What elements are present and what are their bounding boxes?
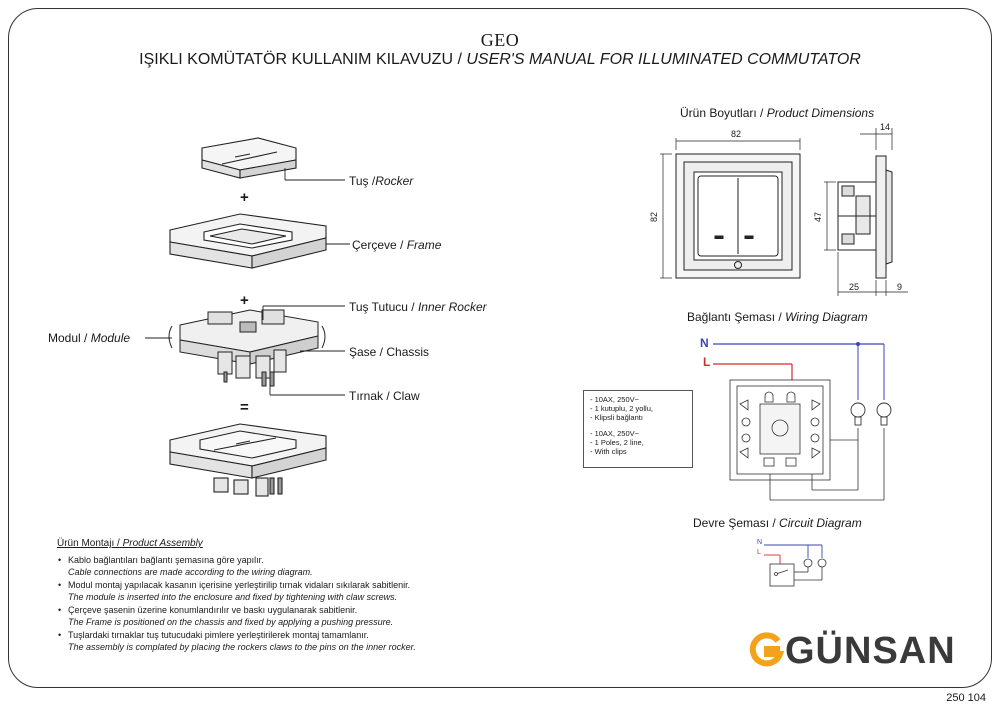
label-rocker: Tuş /Rocker: [349, 174, 414, 188]
assembly-step: Çerçeve şasenin üzerine konumlandırılır …: [57, 604, 497, 628]
spec-en-2: - With clips: [590, 447, 627, 456]
page-border: [8, 8, 992, 688]
title-en: USER'S MANUAL FOR ILLUMINATED COMMUTATOR: [466, 51, 861, 68]
wiring-heading: Bağlantı Şeması / Wiring Diagram: [687, 310, 868, 324]
dim-depth-top: 14: [880, 122, 891, 132]
spec-tr-1: - 1 kutuplu, 2 yollu,: [590, 404, 653, 413]
assembly-step: Tuşlardaki tırnaklar tuş tutucudaki piml…: [57, 629, 497, 653]
label-frame: Çerçeve / Frame: [352, 238, 442, 252]
assembly-steps: Kablo bağlantıları bağlantı şemasına gör…: [57, 554, 497, 653]
module-illustration: [168, 309, 326, 387]
plus-sign-1: +: [240, 189, 249, 206]
spec-tr-2: - Klipsli bağlantı: [590, 413, 643, 422]
circuit-heading: Devre Şeması / Circuit Diagram: [693, 516, 862, 530]
spec-en-1: - 1 Poles, 2 line,: [590, 438, 644, 447]
brand-name: GEO: [480, 30, 520, 50]
circuit-neutral-label: N: [757, 539, 763, 546]
wiring-neutral-label: N: [700, 336, 709, 350]
product-code: 250 104: [946, 692, 986, 704]
assembly-instructions: Ürün Montajı / Product Assembly Kablo ba…: [57, 538, 497, 654]
frame-illustration: [169, 213, 327, 269]
label-inner-rocker: Tuş Tutucu / Inner Rocker: [349, 300, 487, 314]
dim-width: 82: [731, 129, 742, 139]
label-claw: Tırnak / Claw: [349, 389, 420, 403]
dimensions-heading: Ürün Boyutları / Product Dimensions: [680, 106, 875, 120]
assembly-heading: Ürün Montajı / Product Assembly: [57, 538, 203, 549]
rocker-illustration: [201, 137, 297, 179]
assembly-step: Kablo bağlantıları bağlantı şemasına gör…: [57, 554, 497, 578]
equals-sign: =: [240, 399, 249, 416]
dim-depth-bottom-a: 25: [849, 282, 860, 292]
spec-en-0: - 10AX, 250V~: [590, 429, 639, 438]
dim-depth-bottom-b: 9: [897, 282, 903, 292]
logo-text: GÜNSAN: [785, 630, 956, 672]
wiring-live-label: L: [703, 355, 711, 369]
assembly-step: Modul montaj yapılacak kasanın içerisine…: [57, 579, 497, 603]
logo-g-icon: [749, 632, 785, 667]
title-tr: IŞIKLI KOMÜTATÖR KULLANIM KILAVUZU /: [139, 51, 462, 68]
specifications-box: - 10AX, 250V~ - 1 kutuplu, 2 yollu, - Kl…: [583, 390, 693, 468]
plus-sign-2: +: [240, 292, 249, 309]
circuit-live-label: L: [757, 549, 761, 556]
final-assembly-illustration: [169, 423, 327, 497]
spec-tr-0: - 10AX, 250V~: [590, 395, 639, 404]
label-module: Modul / Module: [48, 331, 131, 345]
gunsan-logo: GÜNSAN: [748, 630, 956, 673]
page-title: IŞIKLI KOMÜTATÖR KULLANIM KILAVUZU / USE…: [0, 51, 1000, 69]
label-chassis: Şase / Chassis: [349, 345, 430, 359]
